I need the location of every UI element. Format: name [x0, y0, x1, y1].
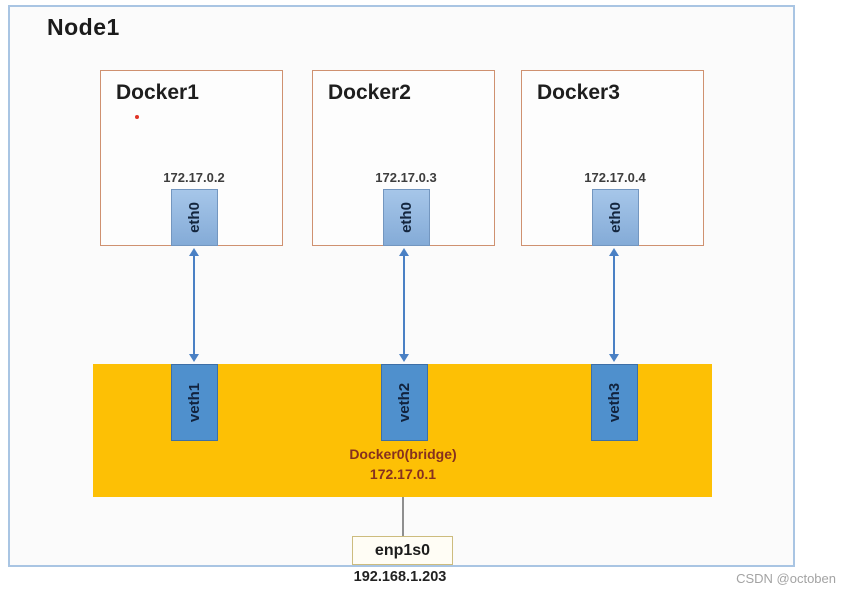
bridge-name: Docker0(bridge): [349, 446, 457, 462]
docker2-ip: 172.17.0.3: [375, 170, 437, 185]
bridge-label: Docker0(bridge) 172.17.0.1: [349, 444, 456, 484]
docker1-eth0-interface: eth0: [171, 189, 218, 246]
arrow-head-down-icon: [399, 354, 409, 362]
arrow-shaft: [193, 255, 195, 355]
arrow-shaft: [613, 255, 615, 355]
host-nic-ip: 192.168.1.203: [353, 569, 447, 585]
double-arrow-icon-docker1: [189, 248, 199, 362]
veth3-interface: veth3: [591, 364, 638, 441]
double-arrow-icon-docker3: [609, 248, 619, 362]
docker3-ip: 172.17.0.4: [584, 170, 646, 185]
bridge-to-nic-connector: [402, 497, 404, 536]
veth2-label: veth2: [396, 382, 413, 423]
docker2-box: Docker2 172.17.0.3 eth0: [312, 70, 495, 246]
veth1-interface: veth1: [171, 364, 218, 441]
docker3-box: Docker3 172.17.0.4 eth0: [521, 70, 704, 246]
docker2-label: Docker2: [328, 81, 411, 104]
veth3-label: veth3: [606, 382, 623, 423]
double-arrow-icon-docker2: [399, 248, 409, 362]
node1-label: Node1: [47, 14, 120, 40]
veth2-interface: veth2: [381, 364, 428, 441]
arrow-head-up-icon: [399, 248, 409, 256]
bridge-ip: 172.17.0.1: [369, 466, 437, 482]
red-dot-marker: [135, 115, 139, 119]
docker3-eth0-label: eth0: [607, 202, 624, 233]
veth1-label: veth1: [186, 382, 203, 423]
watermark-text: CSDN @octoben: [736, 571, 836, 586]
arrow-head-up-icon: [189, 248, 199, 256]
arrow-head-up-icon: [609, 248, 619, 256]
docker2-eth0-interface: eth0: [383, 189, 430, 246]
docker1-ip: 172.17.0.2: [163, 170, 225, 185]
docker2-eth0-label: eth0: [398, 202, 415, 233]
docker3-label: Docker3: [537, 81, 620, 104]
arrow-shaft: [403, 255, 405, 355]
arrow-head-down-icon: [189, 354, 199, 362]
arrow-head-down-icon: [609, 354, 619, 362]
docker1-eth0-label: eth0: [186, 202, 203, 233]
host-nic-box: enp1s0: [352, 536, 453, 565]
docker1-box: Docker1 172.17.0.2 eth0: [100, 70, 283, 246]
docker3-eth0-interface: eth0: [592, 189, 639, 246]
docker1-label: Docker1: [116, 81, 199, 104]
